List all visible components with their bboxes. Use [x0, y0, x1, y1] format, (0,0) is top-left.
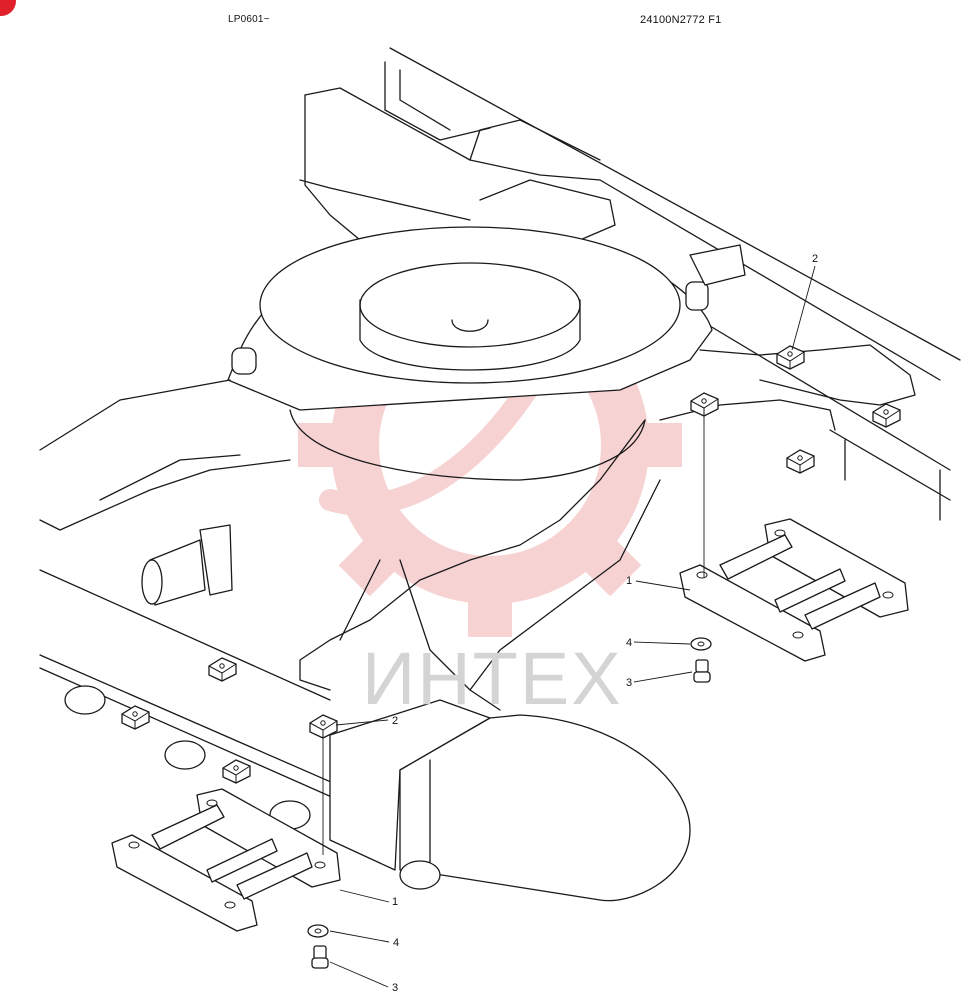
callout-1-left: 1 — [392, 896, 398, 908]
mounting-pad-hole — [233, 765, 239, 771]
mounting-pad — [872, 403, 901, 428]
mounting-pad — [786, 449, 815, 474]
guard-bolt-hole — [882, 591, 894, 599]
track-guard — [111, 788, 341, 932]
guard-bolt-hole — [314, 861, 326, 869]
mounting-pad-hole — [132, 711, 138, 717]
guard-cross-bar — [804, 582, 881, 630]
guard-bolt-hole — [206, 799, 218, 807]
mounting-pad-hole — [701, 398, 707, 404]
mounting-pad-hole — [787, 351, 793, 357]
mounting-pad-edge — [872, 409, 901, 427]
guard-bolt-hole — [128, 841, 140, 849]
leader-line — [635, 580, 691, 591]
leader-line — [633, 671, 693, 683]
upper-frame — [299, 47, 961, 501]
callout-3-left: 3 — [392, 982, 398, 994]
mounting-pad-hole — [883, 409, 889, 415]
leader-line — [339, 889, 390, 903]
bolt-left — [311, 945, 329, 969]
guard-bolt-hole — [792, 631, 804, 639]
callout-2-center: 2 — [392, 715, 398, 727]
leader-line — [633, 641, 691, 645]
mounting-pad — [121, 705, 150, 730]
guide-lines — [322, 415, 705, 855]
mounting-pad-edge — [690, 398, 719, 416]
guard-front-rail — [111, 834, 258, 932]
leader-line — [329, 961, 389, 988]
track-guard — [679, 518, 909, 662]
mounting-pad — [222, 759, 251, 784]
callout-4-right: 4 — [626, 637, 632, 649]
mounting-pad-edge — [776, 351, 805, 369]
mounting-pad — [309, 714, 338, 739]
mounting-pads — [121, 345, 901, 784]
callout-3-right: 3 — [626, 677, 632, 689]
mounting-pad-edge — [786, 455, 815, 473]
travel-pin — [141, 524, 233, 606]
mounting-pad-edge — [222, 765, 251, 783]
guard-cross-bar — [774, 568, 846, 613]
mounting-pad — [776, 345, 805, 370]
mounting-pad-hole — [797, 455, 803, 461]
guard-cross-bar — [236, 852, 313, 900]
guard-cross-bar — [151, 804, 225, 850]
center-leg — [329, 699, 691, 902]
mounting-pad-edge — [208, 663, 237, 681]
bolt-right — [693, 659, 711, 683]
guard-bolt-hole — [224, 901, 236, 909]
mounting-pad-edge — [121, 711, 150, 729]
callout-2-top: 2 — [812, 253, 818, 265]
mounting-pad-hole — [219, 663, 225, 669]
drawing-code-label: 24100N2772 F1 — [640, 14, 722, 26]
leader-line — [329, 930, 390, 943]
gear-tooth — [638, 423, 682, 467]
guard-bolt-hole — [696, 571, 708, 579]
callout-1-right: 1 — [626, 575, 632, 587]
swing-bearing — [227, 226, 746, 481]
leader-lines — [329, 265, 816, 988]
gear-tooth — [468, 593, 512, 637]
guard-cross-bar — [719, 534, 793, 580]
mounting-pad — [690, 392, 719, 417]
leader-line — [791, 265, 816, 351]
watermark-text: ИНТЕХ — [362, 637, 623, 720]
gear-tooth — [338, 534, 401, 597]
washer-right — [690, 637, 712, 651]
mounting-pad-edge — [309, 720, 338, 738]
leader-line — [335, 719, 389, 726]
guard-cross-bar — [206, 838, 278, 883]
callout-4-left: 4 — [393, 937, 399, 949]
serial-range-label: LP0601~ — [228, 14, 270, 25]
mounting-pad — [208, 657, 237, 682]
track-guards — [111, 518, 909, 932]
guard-front-rail — [679, 564, 826, 662]
guard-bolt-hole — [774, 529, 786, 537]
washer-left — [307, 924, 329, 938]
mounting-pad-hole — [320, 720, 326, 726]
